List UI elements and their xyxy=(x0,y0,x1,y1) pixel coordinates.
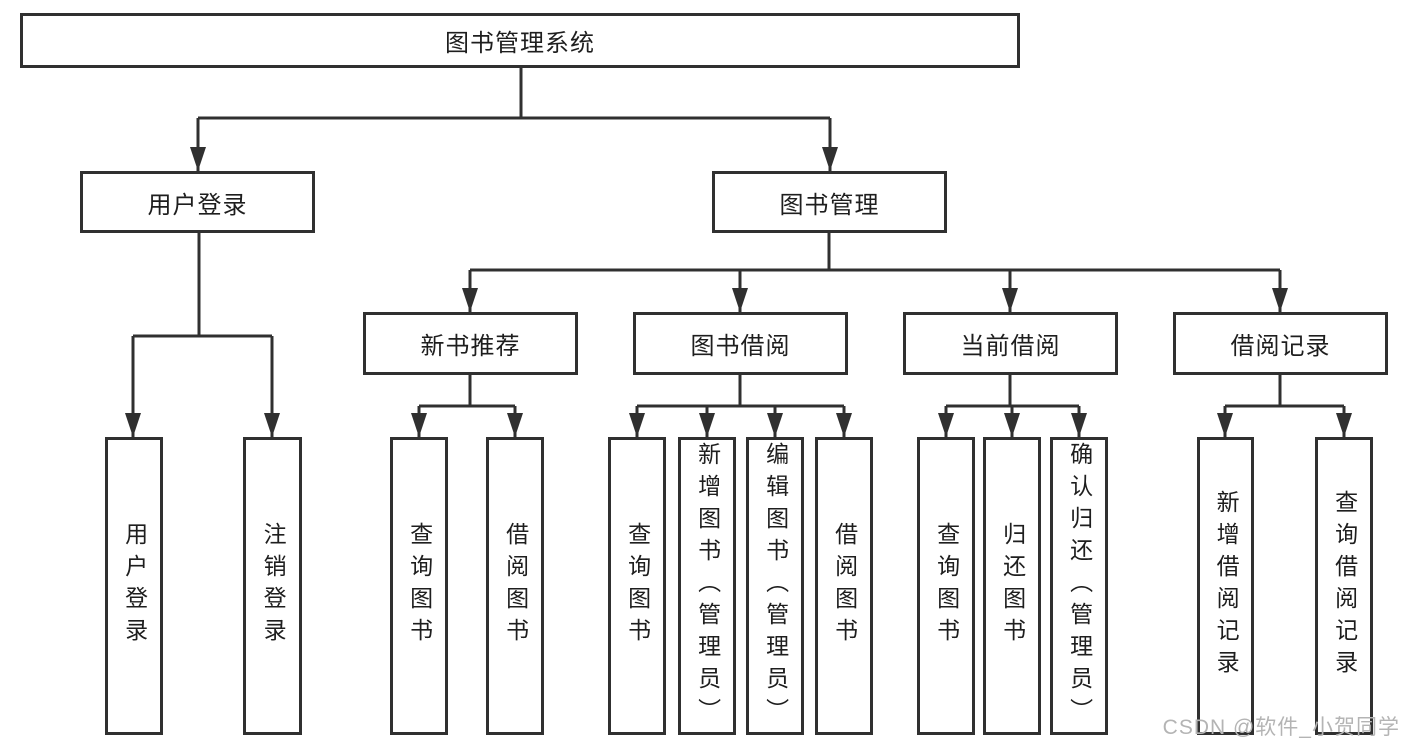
leaf-borrow-book-borrowing: 借阅图书 xyxy=(815,437,873,735)
node-current-borrowing-label: 当前借阅 xyxy=(960,333,1061,360)
leaf-edit-book-admin-label: 编辑图书（管理员） xyxy=(762,442,789,730)
node-book-borrowing-label: 图书借阅 xyxy=(690,333,791,360)
leaf-return-book-label: 归还图书 xyxy=(999,522,1026,650)
leaf-query-borrow-record-label: 查询借阅记录 xyxy=(1331,490,1358,682)
leaf-query-borrow-record: 查询借阅记录 xyxy=(1315,437,1373,735)
leaf-query-book-current-label: 查询图书 xyxy=(933,522,960,650)
leaf-logout: 注销登录 xyxy=(243,437,302,735)
node-new-book-recommend: 新书推荐 xyxy=(363,312,578,375)
node-new-book-recommend-label: 新书推荐 xyxy=(420,333,521,360)
node-borrowing-records-label: 借阅记录 xyxy=(1230,333,1331,360)
leaf-confirm-return-admin: 确认归还（管理员） xyxy=(1050,437,1108,735)
node-root: 图书管理系统 xyxy=(20,13,1020,68)
leaf-borrow-book-recommend-label: 借阅图书 xyxy=(502,522,529,650)
leaf-return-book: 归还图书 xyxy=(983,437,1041,735)
node-book-borrowing: 图书借阅 xyxy=(633,312,848,375)
node-current-borrowing: 当前借阅 xyxy=(903,312,1118,375)
leaf-query-book-recommend-label: 查询图书 xyxy=(406,522,433,650)
leaf-borrow-book-borrowing-label: 借阅图书 xyxy=(831,522,858,650)
leaf-query-book-current: 查询图书 xyxy=(917,437,975,735)
node-root-label: 图书管理系统 xyxy=(445,30,595,57)
node-book-management: 图书管理 xyxy=(712,171,947,233)
watermark-text: CSDN @软件_小贺同学 xyxy=(1162,716,1400,739)
node-borrowing-records: 借阅记录 xyxy=(1173,312,1388,375)
leaf-query-book-borrowing: 查询图书 xyxy=(608,437,666,735)
leaf-user-login: 用户登录 xyxy=(105,437,163,735)
leaf-confirm-return-admin-label: 确认归还（管理员） xyxy=(1066,442,1093,730)
leaf-add-borrow-record-label: 新增借阅记录 xyxy=(1213,490,1240,682)
leaf-user-login-label: 用户登录 xyxy=(121,522,148,650)
node-user-login-label: 用户登录 xyxy=(147,191,248,219)
leaf-edit-book-admin: 编辑图书（管理员） xyxy=(746,437,804,735)
leaf-add-borrow-record: 新增借阅记录 xyxy=(1197,437,1254,735)
leaf-query-book-borrowing-label: 查询图书 xyxy=(624,522,651,650)
leaf-borrow-book-recommend: 借阅图书 xyxy=(486,437,544,735)
leaf-query-book-recommend: 查询图书 xyxy=(390,437,448,735)
node-book-management-label: 图书管理 xyxy=(779,191,880,219)
node-user-login: 用户登录 xyxy=(80,171,315,233)
leaf-add-book-admin-label: 新增图书（管理员） xyxy=(694,442,721,730)
leaf-add-book-admin: 新增图书（管理员） xyxy=(678,437,736,735)
leaf-logout-label: 注销登录 xyxy=(260,522,287,650)
